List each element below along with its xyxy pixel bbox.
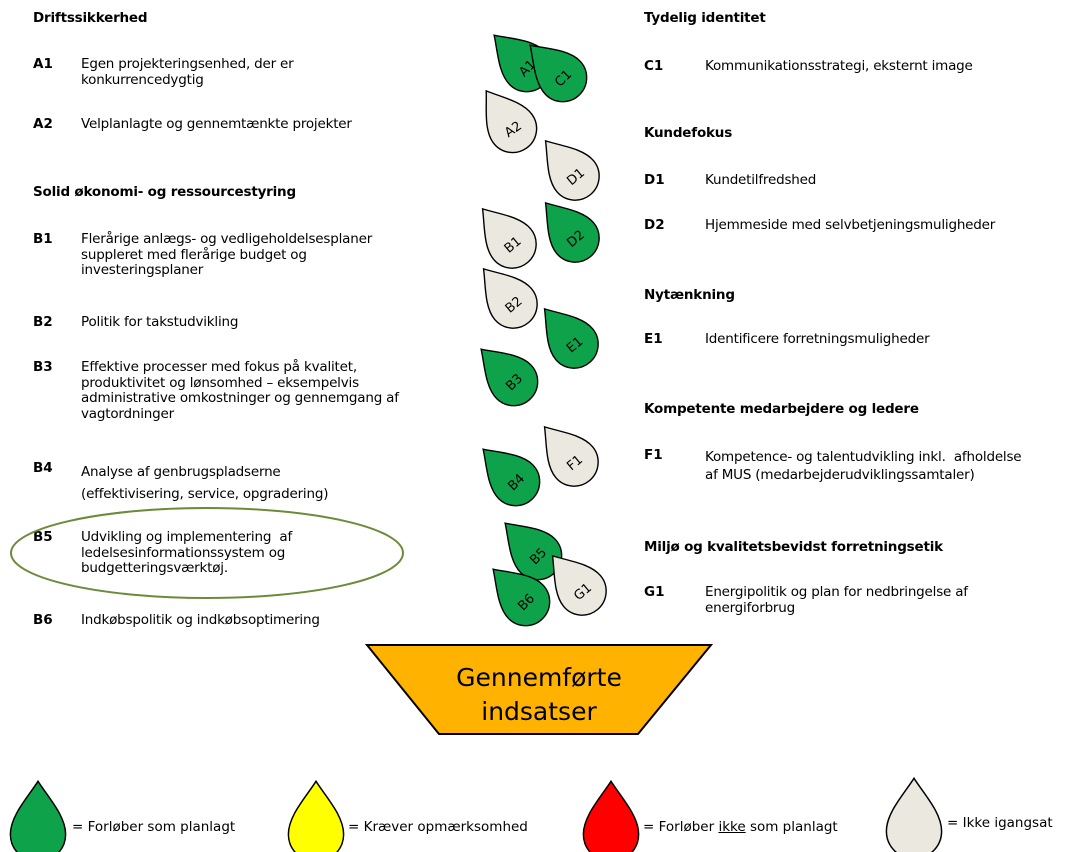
section-heading-identitet: Tydelig identitet [644, 10, 766, 26]
drop-g1: G1 [533, 539, 617, 626]
item-code-c1: C1 [644, 58, 664, 74]
section-heading-kompetente: Kompetente medarbejdere og ledere [644, 401, 919, 417]
section-heading-driftssikkerhed: Driftssikkerhed [33, 10, 148, 26]
item-code-b4: B4 [33, 460, 53, 476]
item-text-a2: Velplanlagte og gennemtænkte projekter [81, 116, 352, 132]
funnel-label: Gennemførte indsatser [456, 663, 622, 726]
item-text-d1: Kundetilfredshed [705, 172, 817, 188]
funnel-label-line: indsatser [481, 697, 597, 726]
item-code-g1: G1 [644, 584, 665, 600]
drop-f1: F1 [525, 410, 609, 497]
funnel-label-line: Gennemførte [456, 663, 622, 692]
item-code-d1: D1 [644, 172, 665, 188]
legend-drop-grey [885, 777, 943, 852]
section-heading-kundefokus: Kundefokus [644, 125, 733, 141]
legend-drops [9, 777, 943, 852]
drop-b6: B6 [475, 551, 561, 637]
section-heading-nytaenkning: Nytænkning [644, 287, 735, 303]
item-code-b2: B2 [33, 314, 53, 330]
item-code-b1: B1 [33, 231, 53, 247]
drop-b5: B5 [487, 505, 573, 591]
legend-text-yellow: = Kræver opmærksomhed [348, 819, 528, 835]
item-code-f1: F1 [644, 447, 663, 463]
legend-drop-yellow [287, 780, 345, 852]
section-heading-okonomi: Solid økonomi- og ressourcestyring [33, 184, 296, 200]
drop-c1: C1 [512, 27, 598, 113]
item-code-a2: A2 [33, 116, 53, 132]
drop-d2: D2 [526, 186, 610, 273]
item-code-b5: B5 [33, 529, 53, 545]
item-text-c1: Kommunikationsstrategi, eksternt image [705, 58, 973, 74]
item-text-b4: Analyse af genbrugspladserne (effektivis… [81, 464, 329, 502]
item-code-a1: A1 [33, 56, 53, 72]
item-text-g1: Energipolitik og plan for nedbringelse a… [705, 584, 968, 616]
drop-b4: B4 [465, 431, 551, 517]
item-text-d2: Hjemmeside med selvbetjeningsmuligheder [705, 217, 996, 233]
legend-text-green: = Forløber som planlagt [72, 819, 236, 835]
legend-drop-green [9, 780, 67, 852]
item-text-e1: Identificere forretningsmuligheder [705, 331, 930, 347]
item-text-a1: Egen projekteringsenhed, der er konkurre… [81, 56, 294, 88]
drop-a2: A2 [465, 76, 547, 163]
drop-b1: B1 [463, 192, 547, 279]
drop-b3: B3 [463, 331, 549, 417]
legend-text-red-before: = Forløber [643, 819, 719, 835]
highlight-ellipse-b5 [10, 507, 404, 599]
legend-text-red-after: som planlagt [745, 819, 838, 835]
legend-drop-red [582, 780, 640, 852]
item-text-b2: Politik for takstudvikling [81, 314, 239, 330]
drop-e1: E1 [525, 292, 609, 379]
legend-text-red-underlined: ikke [718, 819, 746, 835]
legend-text-grey: = Ikke igangsat [947, 815, 1053, 831]
item-text-f1: Kompetence- og talentudvikling inkl. afh… [705, 449, 1022, 483]
item-text-b3: Effektive processer med fokus på kvalite… [81, 359, 399, 422]
legend-text-red: = Forløber ikke som planlagt [643, 819, 838, 835]
item-text-b6: Indkøbspolitik og indkøbsoptimering [81, 612, 320, 628]
section-heading-miljo: Miljø og kvalitetsbevidst forretningseti… [644, 539, 943, 555]
item-text-b5: Udvikling og implementering af ledelsesi… [81, 529, 293, 576]
item-code-b6: B6 [33, 612, 53, 628]
item-code-e1: E1 [644, 331, 663, 347]
item-text-b1: Flerårige anlægs- og vedligeholdelsespla… [81, 231, 373, 278]
item-code-b3: B3 [33, 359, 53, 375]
item-code-d2: D2 [644, 217, 665, 233]
drop-d1: D1 [526, 124, 610, 211]
drop-b2: B2 [464, 252, 548, 339]
funnel-shape [364, 644, 714, 735]
